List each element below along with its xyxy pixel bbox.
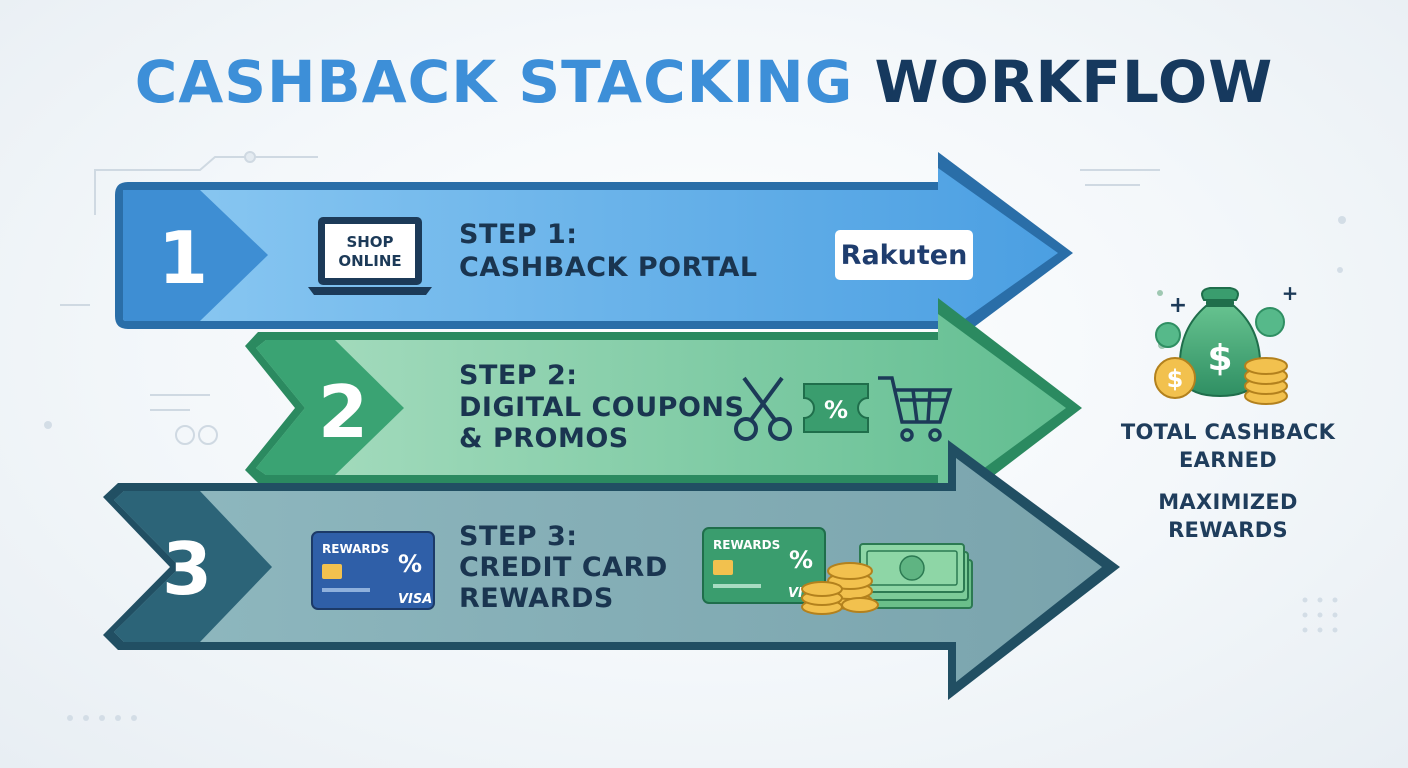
background-decoration [60, 151, 1160, 445]
step-2-title: DIGITAL COUPONS [459, 392, 744, 423]
coupon-symbol: % [824, 396, 848, 424]
card-1-symbol: % [398, 550, 422, 578]
coin-symbol: $ [1167, 365, 1184, 393]
money-bag-icon: + + $ $ [1154, 281, 1299, 405]
total-cashback-label: TOTAL CASHBACK EARNED [1108, 418, 1348, 474]
cash-icon [859, 543, 973, 609]
rakuten-logo: Rakuten [835, 230, 973, 280]
step-1-title: CASHBACK PORTAL [459, 252, 758, 283]
step-2-label: STEP 2: [459, 360, 578, 391]
step-1-arrow [115, 152, 1073, 354]
step-3-label: STEP 3: [459, 521, 578, 552]
total-cashback-line-1: TOTAL CASHBACK [1120, 420, 1336, 444]
laptop-icon: SHOP ONLINE [308, 217, 432, 295]
card-2-brand: VI [788, 586, 803, 601]
step-3-subtitle: REWARDS [459, 583, 614, 614]
title-part-2: WORKFLOW [874, 48, 1274, 116]
page-title: CASHBACK STACKING WORKFLOW [0, 48, 1408, 116]
step-2-subtitle: & PROMOS [459, 423, 629, 454]
total-cashback-line-2: EARNED [1179, 448, 1277, 472]
credit-card-icon: REWARDS % VI [702, 527, 826, 604]
card-2-label: REWARDS [713, 538, 780, 552]
cart-icon [878, 376, 953, 442]
svg-text:+: + [1282, 281, 1299, 305]
card-1-brand: VISA [398, 592, 432, 607]
maximized-rewards-label: MAXIMIZED REWARDS [1108, 488, 1348, 544]
step-3-title: CREDIT CARD [459, 552, 668, 583]
step-1-label: STEP 1: [459, 219, 578, 250]
card-1-label: REWARDS [322, 542, 389, 556]
step-1-number: 1 [158, 216, 208, 300]
credit-card-icon: REWARDS % VISA [311, 531, 435, 610]
laptop-line-2: ONLINE [338, 252, 401, 270]
coin-stack-icon [801, 562, 879, 615]
card-2-symbol: % [789, 546, 813, 574]
title-part-1: CASHBACK STACKING [134, 48, 854, 116]
bag-symbol: $ [1207, 338, 1232, 379]
step-3-arrow [103, 440, 1120, 700]
step-2-number: 2 [318, 370, 368, 454]
maximized-rewards-line-1: MAXIMIZED [1158, 490, 1298, 514]
step-2-arrow [245, 298, 1082, 518]
background-dots [44, 216, 1346, 721]
maximized-rewards-line-2: REWARDS [1168, 518, 1288, 542]
scissors-icon [734, 376, 792, 441]
rakuten-logo-text: Rakuten [841, 240, 968, 271]
step-3-number: 3 [162, 527, 212, 611]
laptop-line-1: SHOP [346, 233, 393, 251]
svg-text:+: + [1169, 293, 1187, 318]
coupon-icon: % [803, 383, 869, 433]
